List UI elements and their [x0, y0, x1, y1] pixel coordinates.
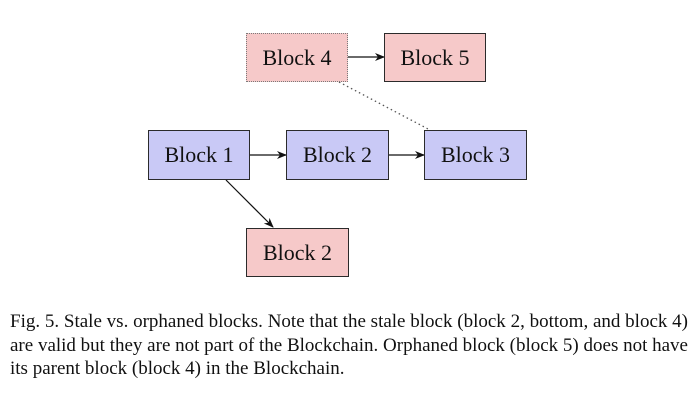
block-4-node: Block 4 [246, 33, 348, 82]
edge-block1-to-stale-block2 [225, 179, 274, 228]
block-2-main-node: Block 2 [286, 130, 389, 180]
figure-caption: Fig. 5. Stale vs. orphaned blocks. Note … [10, 311, 688, 379]
block-5-node: Block 5 [384, 33, 486, 82]
block-2-main-label: Block 2 [302, 142, 373, 167]
diagram-connectors [225, 53, 431, 228]
block-2-stale-label: Block 2 [262, 239, 333, 265]
block-3-label: Block 3 [440, 142, 511, 167]
blockchain-diagram: Block 4 Block 5 Block 1 Block 2 Block 3 … [148, 33, 527, 277]
block-4-label: Block 4 [262, 44, 332, 70]
block-1-label: Block 1 [164, 142, 234, 167]
edge-block4-to-block3-dotted [338, 81, 431, 131]
block-3-node: Block 3 [424, 130, 527, 180]
block-5-label: Block 5 [400, 44, 470, 70]
block-1-node: Block 1 [148, 130, 250, 180]
block-2-stale-node: Block 2 [246, 228, 349, 277]
